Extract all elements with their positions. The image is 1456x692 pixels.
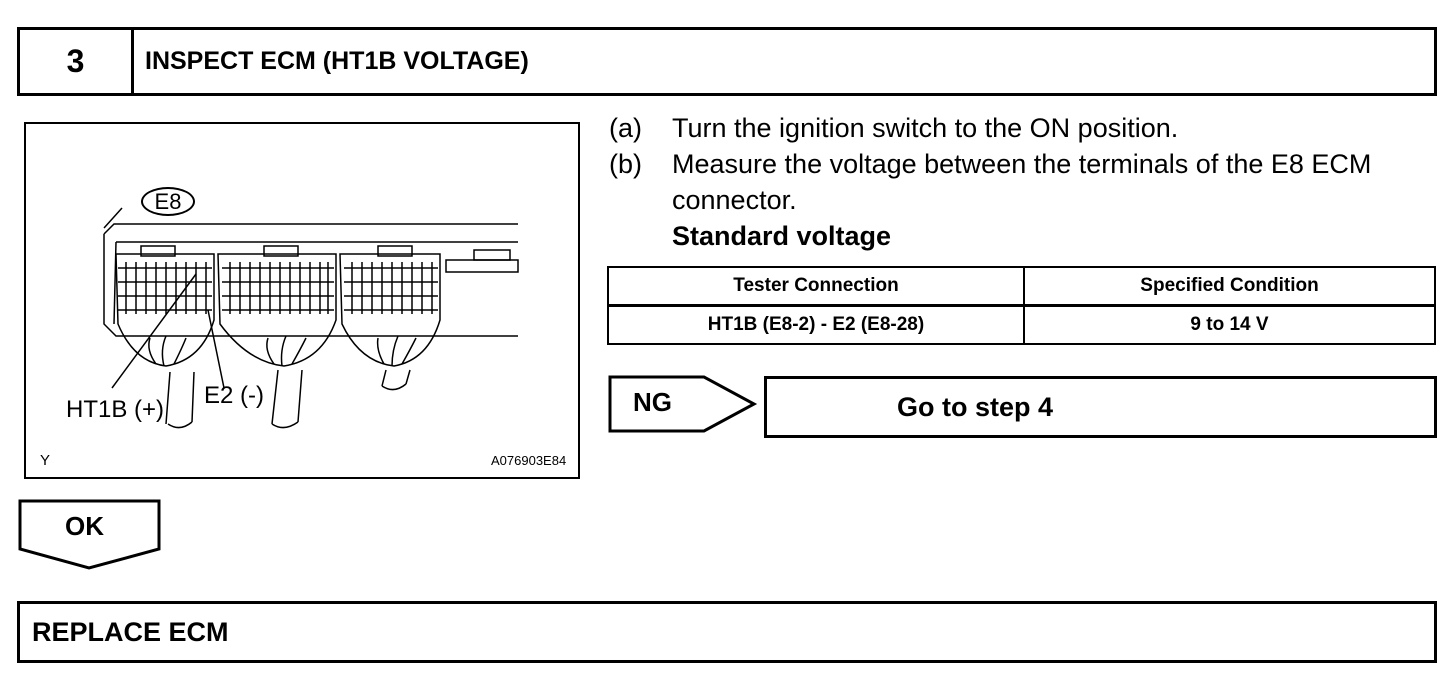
step-number: 3 [20, 30, 134, 93]
standard-voltage-label: Standard voltage [672, 221, 892, 251]
instruction-b: (b) Measure the voltage between the term… [609, 146, 1429, 218]
table-cell: HT1B (E8-2) - E2 (E8-28) [607, 304, 1025, 345]
instructions: (a) Turn the ignition switch to the ON p… [609, 110, 1429, 254]
instruction-text: Measure the voltage between the terminal… [672, 149, 1372, 215]
ht1b-terminal-label: HT1B (+) [66, 396, 165, 423]
go-to-step-box[interactable]: Go to step 4 [764, 376, 1437, 438]
view-letter: Y [40, 452, 51, 469]
connector-diagram: E8 HT1B (+) E2 (-) Y A076903E84 [24, 122, 580, 479]
figure-code: A076903E84 [491, 453, 567, 468]
spec-table: Tester Connection Specified Condition HT… [607, 266, 1436, 345]
replace-ecm-box: REPLACE ECM [17, 601, 1437, 663]
ng-arrow-icon [608, 375, 758, 433]
instruction-text: Turn the ignition switch to the ON posit… [672, 113, 1179, 143]
table-row: HT1B (E8-2) - E2 (E8-28) 9 to 14 V [607, 304, 1436, 345]
e2-terminal-label: E2 (-) [204, 382, 264, 409]
instruction-marker: (b) [609, 149, 642, 179]
ok-label: OK [65, 511, 104, 541]
go-to-step-text: Go to step 4 [897, 391, 1054, 422]
table-cell: 9 to 14 V [1023, 304, 1436, 345]
final-action-text: REPLACE ECM [32, 616, 229, 647]
step-title: INSPECT ECM (HT1B VOLTAGE) [145, 47, 529, 75]
instruction-marker: (a) [609, 113, 642, 143]
table-header-row: Tester Connection Specified Condition [607, 266, 1436, 307]
connector-tag: E8 [141, 187, 195, 216]
table-header: Tester Connection [607, 266, 1025, 307]
ok-arrow-icon [18, 499, 161, 570]
ecm-connector-illustration [103, 207, 519, 429]
ng-label: NG [633, 387, 672, 417]
step-header: 3 INSPECT ECM (HT1B VOLTAGE) [17, 27, 1437, 96]
instruction-a: (a) Turn the ignition switch to the ON p… [609, 110, 1429, 146]
table-header: Specified Condition [1023, 266, 1436, 307]
